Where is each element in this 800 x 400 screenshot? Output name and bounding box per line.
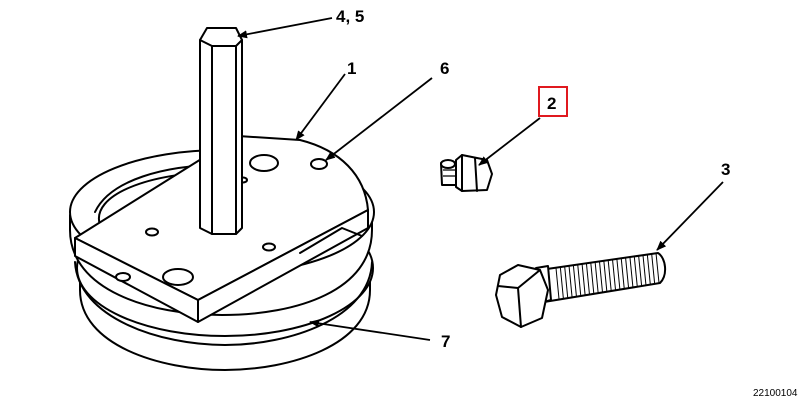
hex-bolt-part xyxy=(495,252,666,328)
bolt-thread-line xyxy=(577,264,582,296)
bolt-thread-line xyxy=(564,266,569,298)
callout-4-5: 4, 5 xyxy=(336,7,364,26)
bolt-thread-line xyxy=(655,252,660,284)
leader-4-5 xyxy=(237,17,333,39)
bolt-thread-line xyxy=(629,256,634,288)
callout-6: 6 xyxy=(440,59,449,78)
bolt-thread-line xyxy=(642,254,647,286)
bolt-thread-line xyxy=(581,264,586,295)
bolt-thread-line xyxy=(598,261,603,293)
callout-7: 7 xyxy=(441,332,450,351)
bolt-thread-line xyxy=(625,257,630,288)
figure-id: 22100104 xyxy=(753,388,798,399)
leader-lines xyxy=(237,17,724,341)
bolt-thread-line xyxy=(646,254,651,285)
bolt-thread-line xyxy=(590,262,595,294)
bolt-thread-line xyxy=(568,265,573,297)
bolt-thread-line xyxy=(633,256,638,287)
highlight-box xyxy=(538,86,568,117)
bolt-thread-line xyxy=(612,259,617,291)
leader-3 xyxy=(656,181,724,251)
bolt-thread-line xyxy=(616,258,621,290)
hex-shaft-part xyxy=(199,27,243,235)
bolt-thread-line xyxy=(594,262,599,293)
callout-2: 2 xyxy=(547,94,556,113)
callout-3: 3 xyxy=(721,160,730,179)
bolt-thread-line xyxy=(638,255,643,286)
leader-2 xyxy=(478,117,541,166)
bolt-thread-line xyxy=(572,265,577,297)
leader-1 xyxy=(295,73,346,141)
leader-7 xyxy=(309,319,431,341)
bolt-thread-line xyxy=(607,260,612,291)
callout-1: 1 xyxy=(347,59,356,78)
bolt-thread-line xyxy=(585,263,590,295)
bolt-thread-line xyxy=(555,267,560,300)
bolt-thread-line xyxy=(620,258,625,289)
bolt-thread-line xyxy=(603,260,608,292)
bolt-thread-line xyxy=(651,253,656,284)
leader-6 xyxy=(325,77,433,161)
bolt-thread-line xyxy=(559,267,564,299)
